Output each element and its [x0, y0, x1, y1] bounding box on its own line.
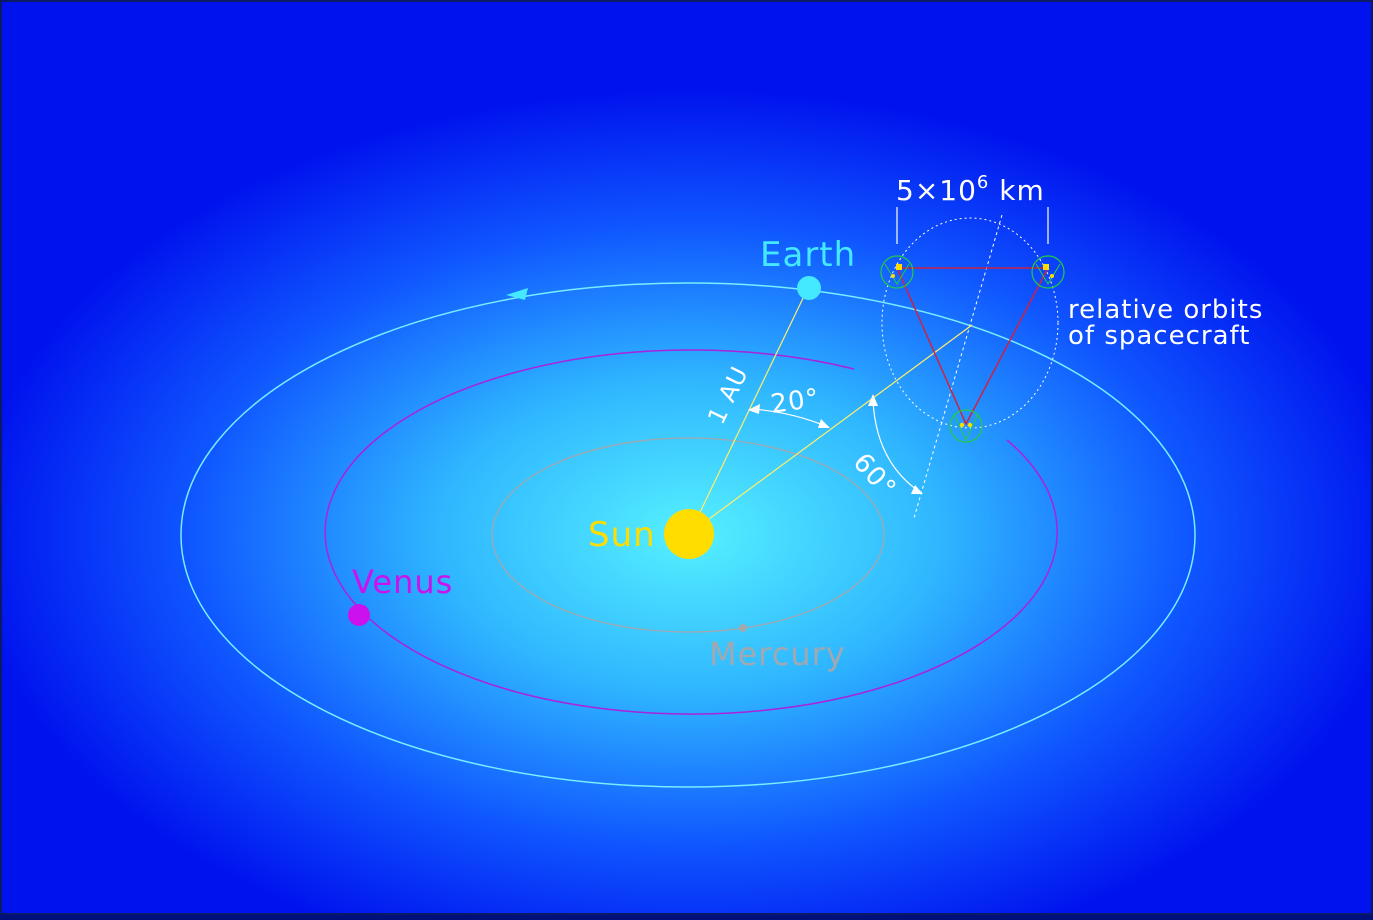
relative-orbits-label-line1: relative orbits — [1068, 295, 1263, 325]
armlength-unit: km — [989, 174, 1044, 207]
armlength-base: 5×10 — [896, 174, 977, 207]
spacecraft-2 — [1031, 255, 1065, 289]
armlength-exponent: 6 — [977, 172, 989, 193]
sun-earth-line — [689, 291, 807, 534]
angle-20-label: 20° — [769, 383, 822, 420]
earth-dot — [797, 276, 821, 300]
mercury-dot — [739, 624, 747, 632]
relative-orbit-ellipse — [881, 217, 1059, 429]
relative-orbits-label-line2: of spacecraft — [1068, 321, 1250, 351]
armlength-label: 5×106 km — [896, 172, 1045, 207]
spacecraft-3 — [949, 409, 983, 443]
angle-60-arc — [872, 399, 921, 493]
sun-constellation-line — [689, 324, 973, 534]
earth-orbit — [180, 282, 1196, 788]
angle-60-arrow-end — [911, 485, 923, 494]
mercury-label: Mercury — [709, 635, 846, 673]
angle-20-arrow-end — [818, 419, 830, 428]
earth-label: Earth — [760, 235, 856, 275]
constellation-triangle — [895, 267, 1050, 426]
angle-60-arrow-start — [868, 394, 878, 406]
venus-label: Venus — [352, 563, 453, 601]
orbit-direction-arrow — [506, 288, 528, 300]
venus-orbit — [324, 349, 1058, 715]
venus-dot — [348, 604, 370, 626]
mercury-orbit — [491, 437, 885, 633]
sun-label: Sun — [588, 515, 656, 555]
constellation-normal-line — [913, 214, 1003, 519]
angle-20-arrow-start — [748, 404, 760, 414]
spacecraft-1 — [880, 255, 914, 289]
sun-disc — [664, 509, 714, 559]
